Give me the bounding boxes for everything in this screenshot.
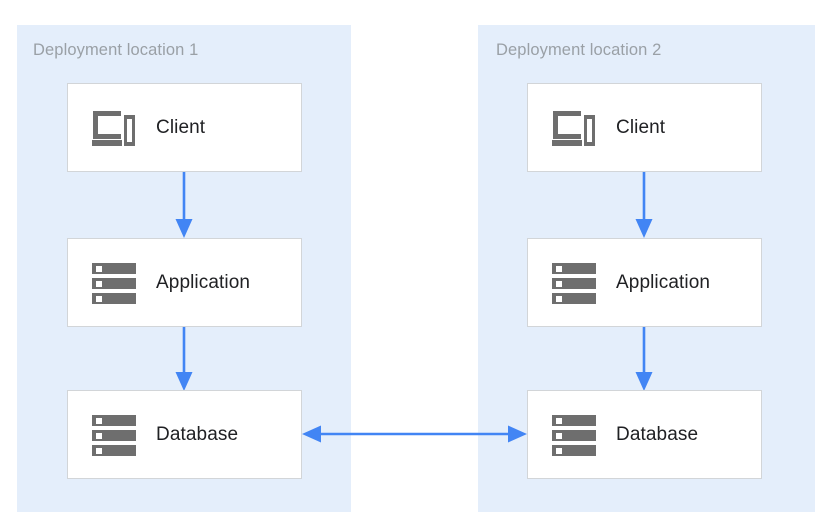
devices-icon: [90, 104, 138, 152]
deployment-location-1-title: Deployment location 1: [33, 41, 199, 59]
deployment-location-1-application-node[interactable]: Application: [67, 238, 302, 327]
deployment-location-2-client-label: Client: [616, 116, 666, 138]
server-stack-icon: [550, 411, 598, 459]
deployment-location-1-database-node[interactable]: Database: [67, 390, 302, 479]
deployment-location-2-database-node[interactable]: Database: [527, 390, 762, 479]
deployment-location-2-database-label: Database: [616, 423, 699, 445]
deployment-location-1-client-label: Client: [156, 116, 206, 138]
deployment-location-2-client-node[interactable]: Client: [527, 83, 762, 172]
arrow-client-to-application-zone-1: [173, 172, 195, 238]
server-stack-icon: [90, 411, 138, 459]
arrow-client-to-application-zone-2: [633, 172, 655, 238]
deployment-location-1-database-label: Database: [156, 423, 239, 445]
arrow-application-to-database-zone-1: [173, 327, 195, 391]
server-stack-icon: [90, 259, 138, 307]
deployment-location-2-application-node[interactable]: Application: [527, 238, 762, 327]
deployment-location-2-application-label: Application: [616, 271, 711, 293]
deployment-location-2-title: Deployment location 2: [496, 41, 662, 59]
server-stack-icon: [550, 259, 598, 307]
devices-icon: [550, 104, 598, 152]
arrow-application-to-database-zone-2: [633, 327, 655, 391]
arrow-database-replication-bidirectional: [302, 423, 527, 445]
deployment-location-1-client-node[interactable]: Client: [67, 83, 302, 172]
deployment-location-1-application-label: Application: [156, 271, 251, 293]
